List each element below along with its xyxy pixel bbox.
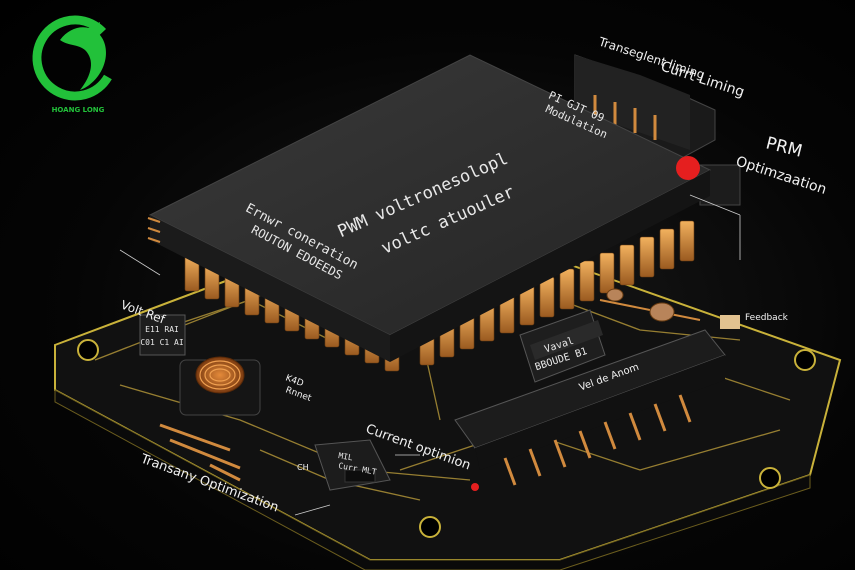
ch-label: CH [297,463,309,472]
header-connector [454,329,726,486]
chip-pins-right [419,220,695,366]
chip-lead-ends [147,217,161,243]
optimization-right-label: Optimzaation [734,154,829,198]
smd-component [720,315,740,329]
pin1-indicator-dot [676,156,700,180]
prm-label: PRM [764,133,804,161]
resistor-left [159,423,241,482]
mlt-label-1: MIL [338,451,354,462]
pwm-controller-chip [148,54,712,362]
small-ic-left [139,314,186,356]
hoang-long-logo [32,15,118,101]
voltage-regulator-ic [519,309,606,383]
current-sense-ic [314,439,391,491]
dragon-ring-icon [32,15,118,101]
test-point [471,483,479,491]
logo-text: HOANG LONG [52,106,105,114]
resistor-right [599,288,701,322]
inductor-coil [179,356,261,416]
annotation-leaders [119,194,741,516]
small-ic-label-2: C01 C1 AI [140,338,184,347]
dragon-icon [60,27,106,90]
mounting-holes [77,339,816,538]
small-ic-label-1: E11 RAI [145,325,179,334]
feedback-label: Feedback [745,313,789,323]
